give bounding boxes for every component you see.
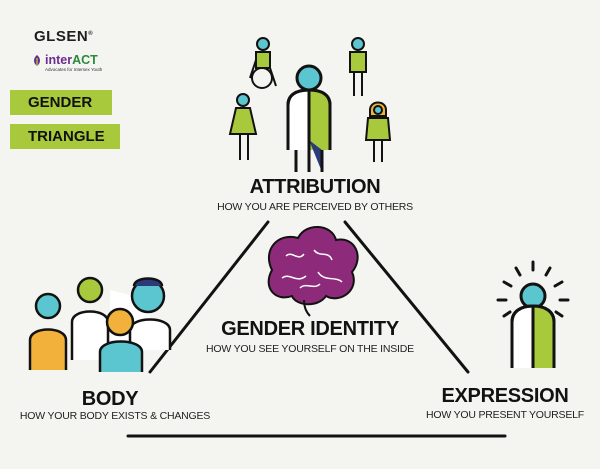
expression-person-icon	[510, 282, 556, 368]
gender-identity-title: GENDER IDENTITY	[221, 318, 399, 340]
expression-title: EXPRESSION	[441, 385, 569, 407]
body-group-icon	[28, 276, 172, 372]
body-title: BODY	[81, 388, 139, 410]
glsen-logo: GLSEN®	[34, 28, 94, 45]
expression-subtitle: HOW YOU PRESENT YOURSELF	[426, 409, 584, 421]
banner-line-2: TRIANGLE	[10, 124, 120, 149]
banner-line-1: GENDER	[10, 90, 112, 115]
radiating-lines-icon	[496, 260, 570, 318]
person-icon-top-right	[349, 37, 367, 96]
person-icon-left	[228, 93, 258, 160]
attribution-main-person-icon	[286, 64, 332, 172]
brain-icon	[267, 226, 359, 317]
wheelchair-person-icon	[249, 37, 277, 89]
attribution-title: ATTRIBUTION	[249, 176, 381, 198]
hijab-person-icon	[364, 101, 392, 162]
interact-leaf-icon	[34, 55, 40, 66]
body-subtitle: HOW YOUR BODY EXISTS & CHANGES	[19, 410, 211, 422]
gender-identity-subtitle: HOW YOU SEE YOURSELF ON THE INSIDE	[206, 343, 414, 355]
triangle-edge-right	[343, 220, 470, 374]
interact-logo: interACT Advocates for Intersex Youth	[32, 54, 132, 73]
attribution-subtitle: HOW YOU ARE PERCEIVED BY OTHERS	[217, 201, 413, 213]
